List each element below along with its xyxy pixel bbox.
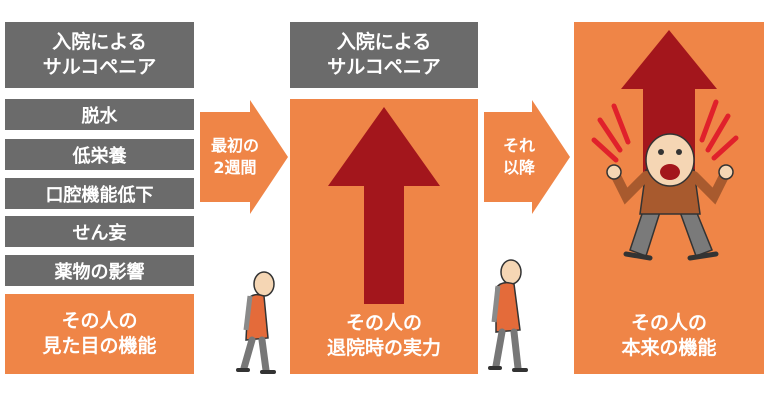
elderly-figure-stooped-1	[238, 272, 274, 372]
column2-result-line1: その人の	[327, 311, 441, 336]
elderly-figure-stooped-2	[490, 260, 526, 370]
column3-result-line2: 本来の機能	[621, 336, 716, 361]
connector2-line1: それ	[486, 135, 552, 157]
connector2-line2: 以降	[486, 157, 552, 179]
elderly-figure-energetic	[607, 134, 733, 258]
column2-result-line2: 退院時の実力	[327, 336, 441, 361]
column3-result: その人の 本来の機能	[574, 306, 764, 366]
connector2-label: それ 以降	[486, 135, 552, 179]
connector1-line2: 2週間	[200, 157, 270, 179]
connector1-label: 最初の 2週間	[200, 135, 270, 179]
connector1-line1: 最初の	[200, 135, 270, 157]
column3-result-line1: その人の	[621, 311, 716, 336]
column2-up-arrow	[328, 107, 440, 304]
column2-result: その人の 退院時の実力	[290, 306, 478, 366]
